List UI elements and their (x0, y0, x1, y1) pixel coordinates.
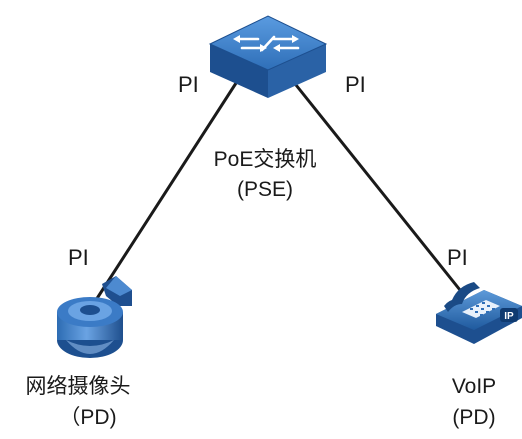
switch-port-right-label: PI (345, 72, 366, 97)
camera-role-label: （PD) (59, 406, 116, 429)
ip-camera-icon[interactable] (57, 276, 132, 358)
switch-role-label: (PSE) (237, 178, 293, 201)
link-switch-camera (94, 79, 240, 301)
switch-name-label: PoE交换机 (214, 148, 317, 171)
phone-role-label: (PD) (452, 406, 495, 429)
phone-port-label: PI (447, 245, 468, 270)
ip-badge-label: IP (504, 311, 514, 322)
camera-name-label: 网络摄像头 (26, 375, 131, 398)
camera-port-label: PI (68, 245, 89, 270)
switch-port-left-label: PI (178, 72, 199, 97)
switch-icon[interactable] (208, 15, 328, 98)
phone-name-label: VoIP (452, 375, 496, 398)
link-switch-phone (290, 79, 462, 291)
ip-phone-icon[interactable]: IP (436, 282, 522, 344)
